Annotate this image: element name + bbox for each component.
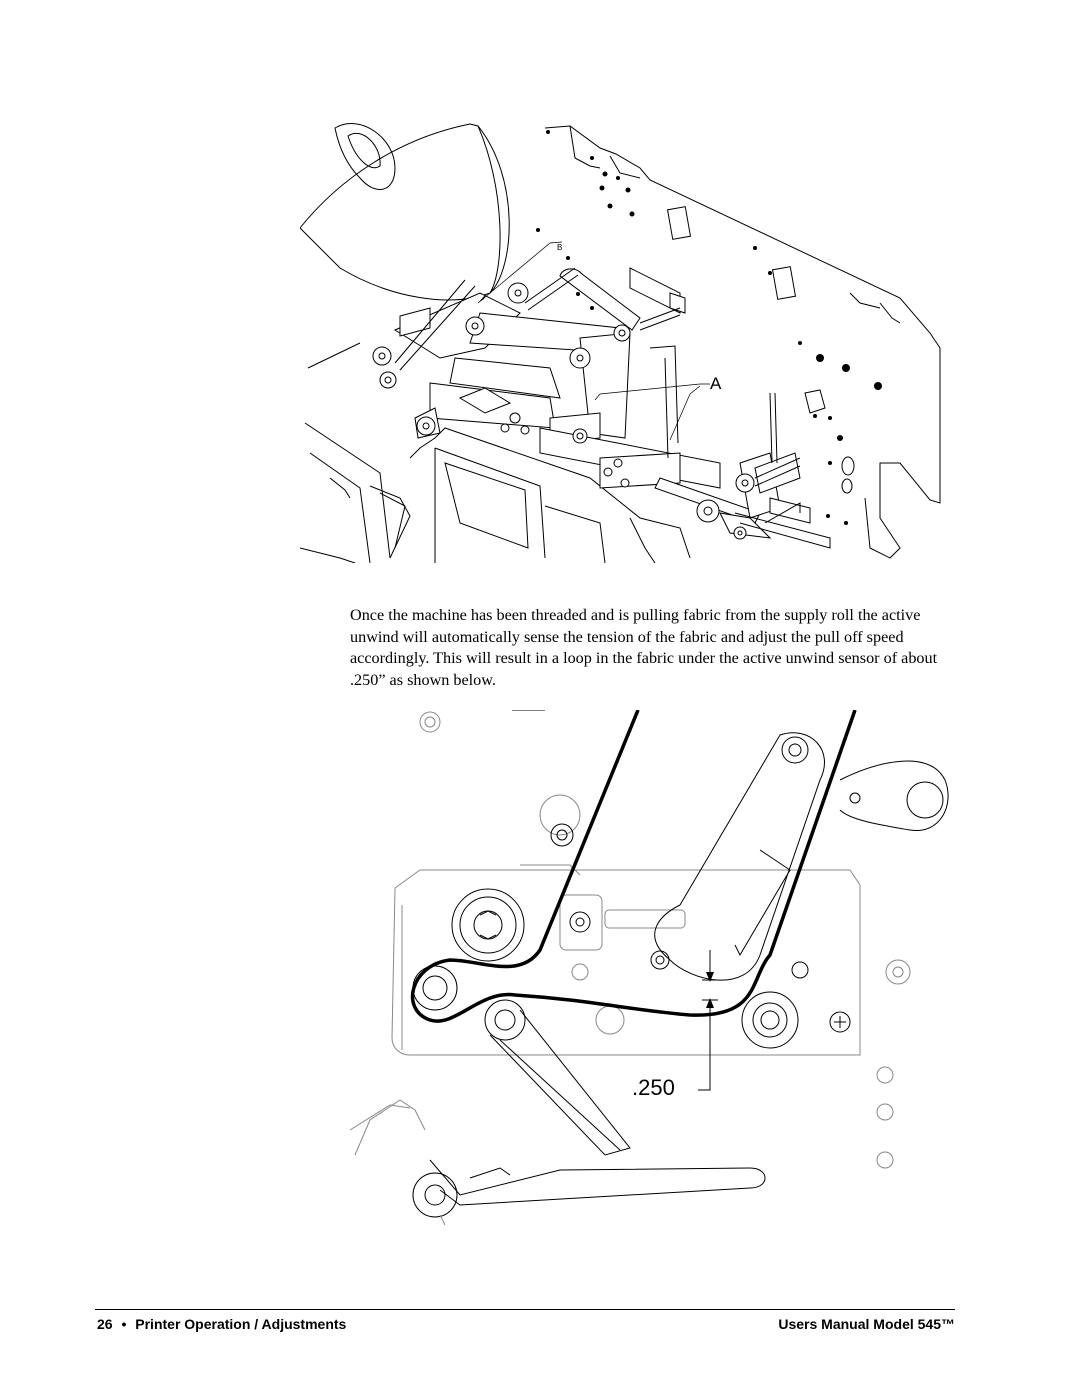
footer-bullet: • (121, 1316, 127, 1332)
section-title: Printer Operation / Adjustments (135, 1316, 347, 1332)
manual-title: Users Manual Model 545™ (778, 1316, 955, 1332)
dimension-label: .250 (632, 1075, 675, 1100)
callout-a: A (710, 374, 722, 393)
fabric-loop-illustration: .250 (349, 710, 949, 1226)
footer-rule (95, 1309, 955, 1310)
callout-b: B (557, 243, 562, 252)
body-paragraph: Once the machine has been threaded and i… (350, 606, 938, 689)
unwind-assembly-illustration: A B (300, 123, 941, 563)
footer-left: 26 • Printer Operation / Adjustments (97, 1316, 346, 1332)
page-number: 26 (97, 1316, 113, 1332)
